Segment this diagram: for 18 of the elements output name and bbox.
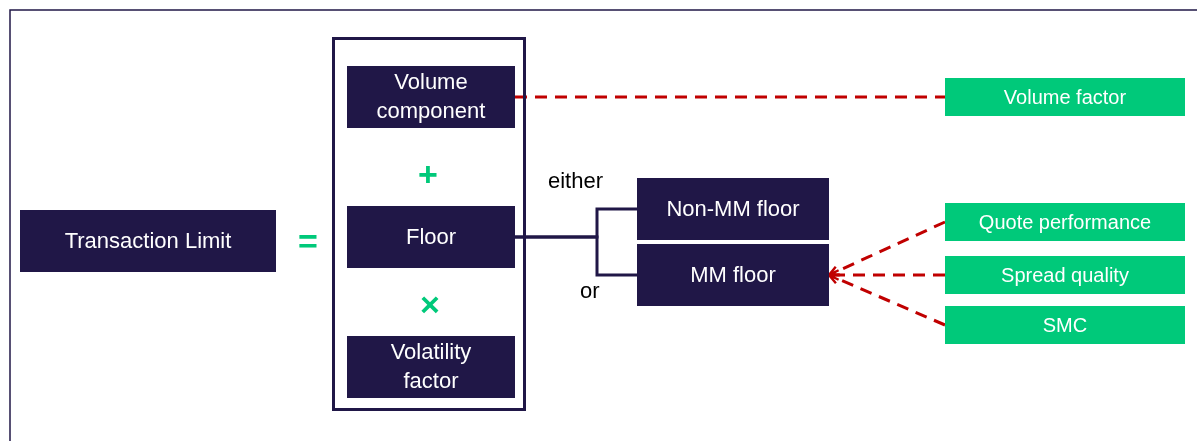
operator-symbol: = (298, 224, 318, 258)
edge-label: or (580, 278, 600, 304)
component-box: Transaction Limit (20, 210, 276, 272)
factor-box: Volume factor (945, 78, 1185, 116)
factor-box: SMC (945, 306, 1185, 344)
operator-symbol: × (420, 287, 440, 321)
component-box: Volatility factor (347, 336, 515, 398)
component-box: Floor (347, 206, 515, 268)
edge-label: either (548, 168, 604, 194)
factor-box: Quote performance (945, 203, 1185, 241)
bracket-box (332, 37, 526, 411)
component-box: MM floor (637, 244, 829, 306)
factor-box: Spread quality (945, 256, 1185, 294)
component-box: Volume component (347, 66, 515, 128)
dashed-connector (515, 95, 945, 99)
component-box: Non-MM floor (637, 178, 829, 240)
connector (515, 235, 637, 277)
operator-symbol: + (418, 157, 438, 191)
